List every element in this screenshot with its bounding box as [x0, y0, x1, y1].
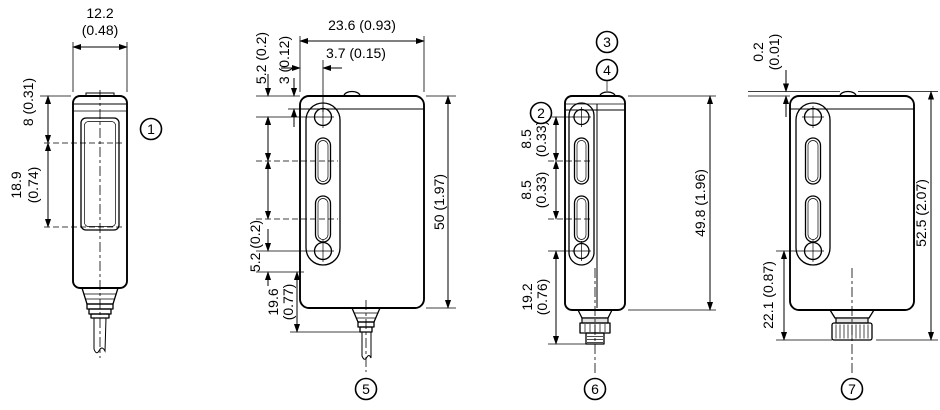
callout-4: 4	[595, 58, 619, 82]
svg-text:2: 2	[537, 105, 545, 121]
callout-3: 3	[595, 30, 619, 54]
dim-v4-bump-in: (0.01)	[766, 34, 782, 71]
view-front-cable: 12.2 (0.48) 8 (0.31) 18.9 (0.74) 1	[8, 5, 163, 358]
svg-text:5: 5	[362, 381, 370, 397]
adjuster-dome	[839, 90, 857, 97]
callout-7: 7	[840, 377, 864, 401]
dim-v2-hole-bottom: 5.2 (0.2)	[247, 220, 263, 272]
svg-text:6: 6	[591, 381, 599, 397]
adjuster-dome	[343, 90, 361, 97]
cable	[93, 317, 107, 354]
dim-v3-height: 49.8 (1.96)	[692, 169, 708, 237]
dim-v4-height: 52.5 (2.07)	[913, 179, 929, 247]
dim-v2-cable-mm: 19.6	[265, 288, 281, 315]
dim-v3-pitch1-in: (0.33)	[533, 121, 549, 158]
svg-text:1: 1	[147, 121, 155, 137]
svg-text:3: 3	[603, 34, 611, 50]
optic-strip	[568, 102, 595, 266]
dim-v2-hole-top: 5.2 (0.2)	[253, 32, 269, 84]
sensor-body	[299, 95, 425, 309]
dim-v1-window-in: (0.74)	[25, 167, 41, 204]
view1-dimensions: 12.2 (0.48) 8 (0.31) 18.9 (0.74)	[8, 5, 128, 228]
dim-v2-face: 3.7 (0.15)	[326, 45, 386, 61]
dim-v4-conn: 22.1 (0.87)	[760, 261, 776, 329]
dim-v2-height: 50 (1.97)	[431, 174, 447, 230]
dim-v2-depth: 23.6 (0.93)	[328, 17, 396, 33]
dim-v3-conn-mm: 19.2	[519, 283, 535, 310]
svg-text:4: 4	[603, 62, 611, 78]
dim-v2-cable-in: (0.77)	[280, 284, 296, 321]
callout-6: 6	[583, 377, 607, 401]
view3-dimensions: 8.5 (0.33) 8.5 (0.33) 19.2 (0.76) 49.8 (…	[518, 95, 716, 345]
dim-v1-window-mm: 18.9	[8, 171, 24, 198]
view-side-connector: 0.2 (0.01) 22.1 (0.87) 52.5 (2.07) 7	[748, 34, 938, 401]
callout-1: 1	[139, 117, 163, 141]
callout-2: 2	[529, 101, 553, 125]
dim-v1-width-in: (0.48)	[82, 22, 119, 38]
cable	[361, 332, 372, 360]
dim-v3-conn-in: (0.76)	[534, 279, 550, 316]
callout-5: 5	[354, 377, 378, 401]
dim-v3-pitch2-mm: 8.5	[518, 180, 534, 200]
dim-v2-edge: 3 (0.12)	[276, 36, 292, 84]
view4-dimensions: 0.2 (0.01) 22.1 (0.87) 52.5 (2.07)	[748, 34, 938, 341]
dim-v4-bump-mm: 0.2	[750, 42, 766, 62]
view-front-connector: 8.5 (0.33) 8.5 (0.33) 19.2 (0.76) 49.8 (…	[518, 30, 716, 401]
view-side-cable: 23.6 (0.93) 3.7 (0.15) 3 (0.12) 5.2 (0.2…	[247, 17, 456, 401]
svg-text:7: 7	[848, 381, 856, 397]
dim-v3-pitch2-in: (0.33)	[533, 172, 549, 209]
dim-v1-width-mm: 12.2	[86, 5, 113, 21]
optic-slot	[804, 137, 822, 185]
optic-strip	[795, 102, 831, 266]
dim-v3-pitch1-mm: 8.5	[518, 129, 534, 149]
view2-dimensions: 23.6 (0.93) 3.7 (0.15) 3 (0.12) 5.2 (0.2…	[247, 17, 456, 333]
adjuster-dome	[599, 91, 616, 97]
dim-v1-cap: 8 (0.31)	[20, 78, 36, 126]
